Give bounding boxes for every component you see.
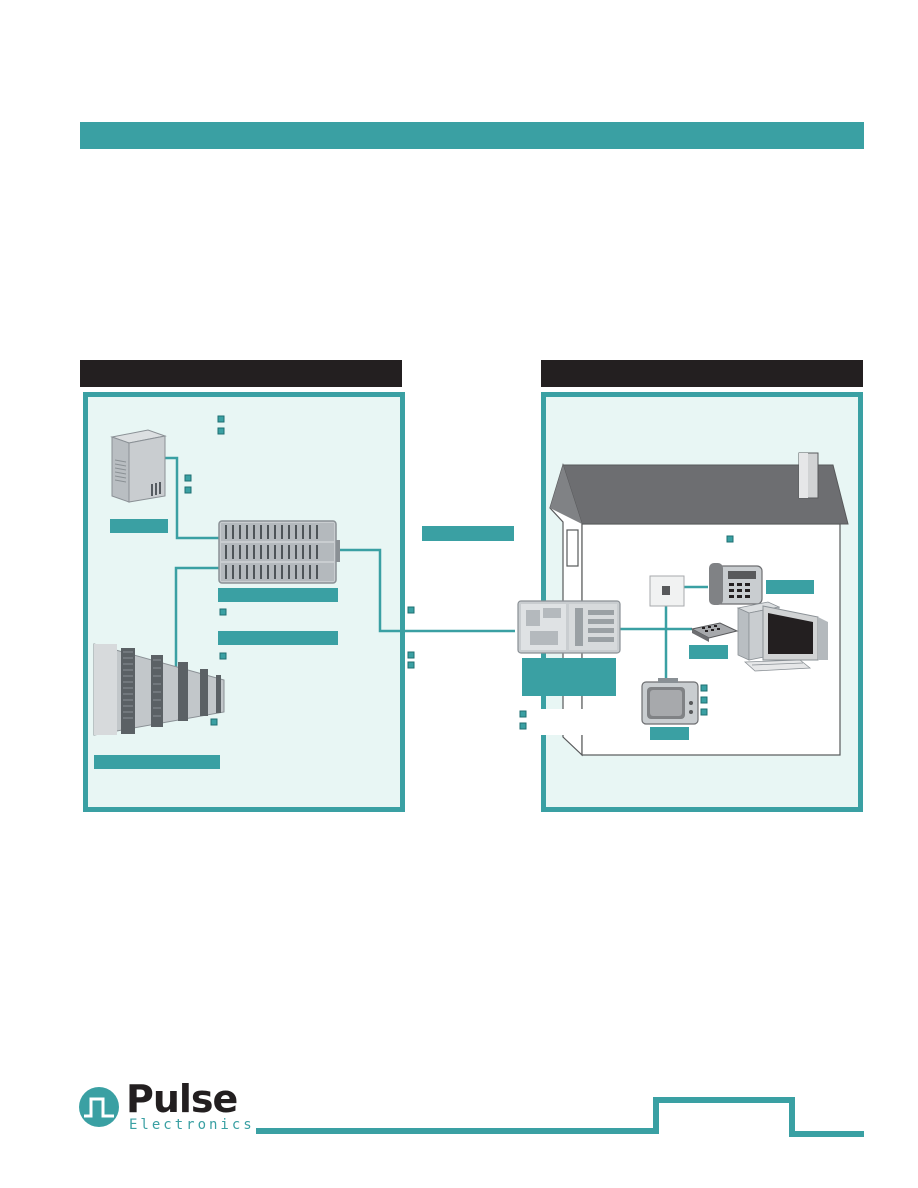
data-center-icon [93,643,225,736]
gateway-icon [517,600,621,654]
footer-pulse-line [256,1097,864,1137]
wall-jack-icon [649,575,685,607]
feature-bullets [184,415,734,730]
provider-connections [165,456,515,668]
set-top-box-icon [690,622,739,642]
logo-name: Pulse [126,1077,238,1121]
gateway-feature-box [517,709,598,735]
rack-unit-icon [218,520,340,584]
data-center-label [94,755,220,769]
set-top-box-label [689,645,728,659]
rack-unit-sublabel [218,631,338,645]
logo-tagline: Electronics [129,1117,255,1133]
gateway-label [522,658,616,696]
telephone-label [766,580,814,594]
house-icon [549,452,849,757]
rack-unit-label [218,588,338,602]
tower-server-icon [110,429,167,503]
computer-icon [736,601,828,672]
section-title-bar [80,122,864,149]
right-panel-header [541,360,863,387]
tower-server-label [110,519,168,533]
telephone-icon [709,563,763,605]
pulse-logo-icon [79,1087,119,1127]
left-panel-header [80,360,402,387]
television-label [650,727,689,740]
home-wiring [620,585,708,682]
network-link-label [422,526,514,541]
television-icon [641,678,699,725]
